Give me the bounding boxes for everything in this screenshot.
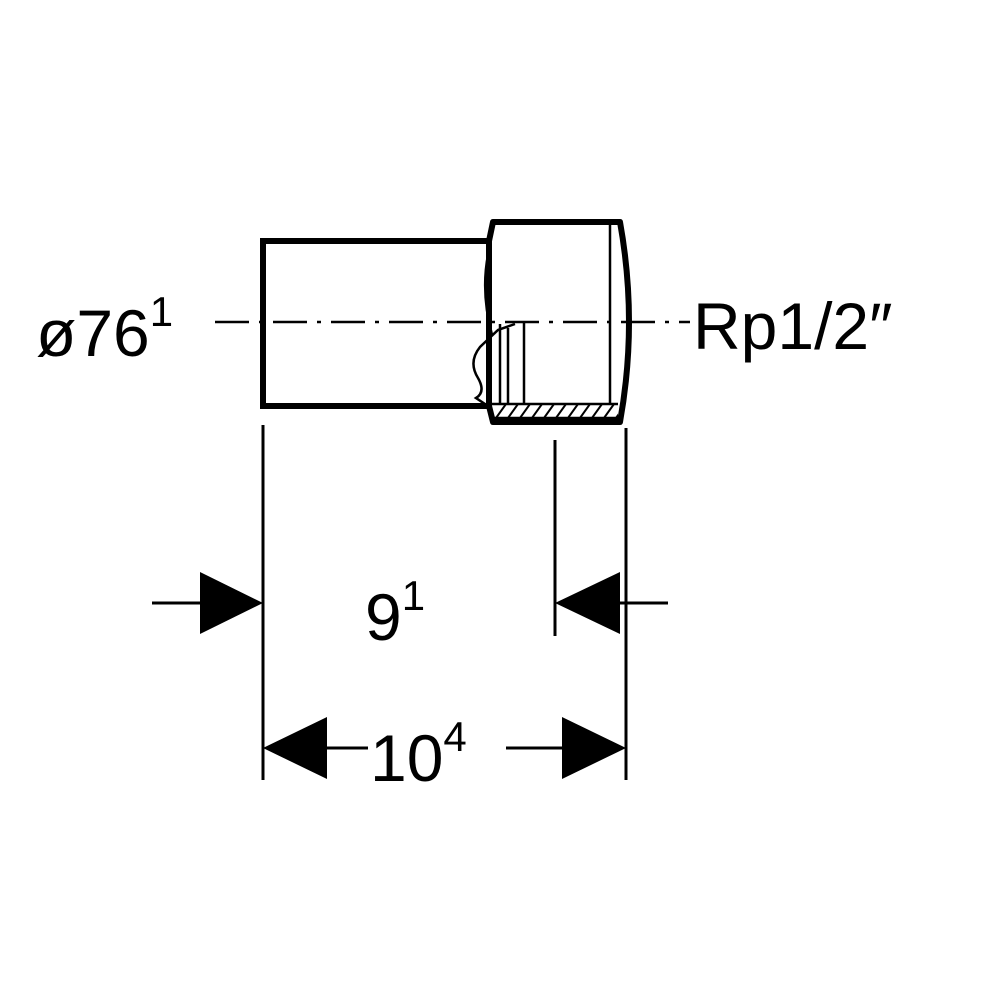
- arrow-left-icon: [263, 717, 327, 779]
- arrow-right-icon: [562, 717, 626, 779]
- pipe-body: [260, 238, 492, 409]
- inner-length-label: 91: [365, 572, 425, 654]
- arrow-left-icon: [555, 572, 620, 634]
- thread-hatching: [495, 404, 618, 418]
- inner-length-dimension: [152, 572, 668, 634]
- total-length-label: 104: [370, 713, 467, 795]
- socket-body: [486, 219, 632, 425]
- thread-label: Rp1/2″: [693, 289, 892, 363]
- socket-section-detail: [472, 222, 618, 420]
- diameter-label: ø761: [36, 288, 173, 370]
- total-length-dimension: [263, 717, 626, 779]
- arrow-right-icon: [200, 572, 263, 634]
